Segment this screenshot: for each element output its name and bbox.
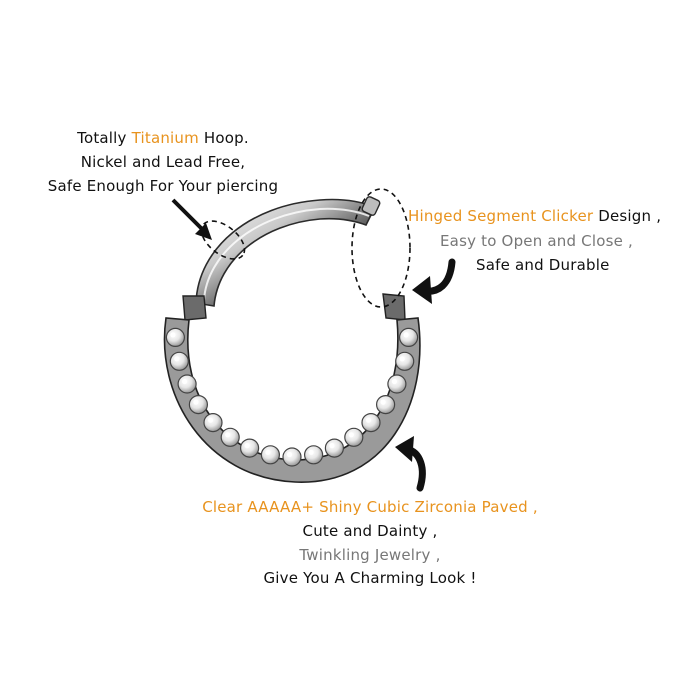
zirconia-stone: [220, 427, 240, 447]
zirconia-stone: [260, 445, 280, 465]
zirconia-stone: [324, 438, 344, 458]
zirconia-stone: [203, 413, 223, 433]
zirconia-stone: [344, 427, 364, 447]
hinge-curved-arrow-icon: [412, 258, 456, 304]
stone-sparkle: [329, 443, 335, 449]
zirconia-stone: [395, 351, 415, 371]
titanium-callout-line1: Totally Titanium Hoop.: [30, 126, 296, 150]
titanium-highlight: Titanium: [131, 129, 199, 147]
titanium-suffix: Hoop.: [198, 129, 249, 147]
zirconia-stone: [399, 327, 419, 347]
zirconia-stone: [188, 395, 208, 415]
titanium-callout-line2: Nickel and Lead Free,: [80, 153, 246, 171]
stone-sparkle: [193, 399, 199, 405]
titanium-arrow-icon: [171, 198, 212, 240]
hinge-callout-ellipse: [351, 188, 411, 308]
zirconia-stone: [376, 395, 396, 415]
stone-sparkle: [391, 378, 397, 385]
zirconia-stone: [387, 374, 407, 394]
stone-sparkle: [348, 432, 354, 438]
hinged-callout-line1: Hinged Segment Clicker Design ,: [408, 204, 661, 228]
stone-sparkle: [174, 356, 180, 362]
zirconia-stone: [304, 445, 324, 465]
hinge-joints: [182, 293, 406, 321]
titanium-callout-line3: Safe Enough For Your piercing: [47, 177, 279, 195]
stone-sparkle: [308, 449, 314, 455]
zirconia-stone: [240, 438, 260, 458]
hinged-callout-line3: Safe and Durable: [476, 256, 610, 274]
stone-sparkle: [182, 378, 188, 385]
zirconia-stone: [282, 447, 302, 467]
hinged-suffix: Design ,: [593, 207, 662, 225]
zirconia-curved-arrow-icon: [395, 436, 426, 492]
stone-sparkle: [286, 451, 293, 458]
stone-sparkle: [380, 399, 386, 405]
zirconia-stone: [177, 374, 197, 394]
zirconia-stone: [361, 413, 381, 433]
stone-sparkle: [207, 417, 214, 423]
zirconia-callout-line4: Give You A Charming Look !: [263, 569, 477, 587]
stone-sparkle: [265, 449, 271, 455]
zirconia-callout-line2: Cute and Dainty ,: [302, 522, 438, 540]
stone-sparkle: [244, 443, 250, 449]
stone-sparkle: [365, 417, 372, 423]
zirconia-stones: [165, 327, 419, 467]
zirconia-callout-line3: Twinkling Jewelry ,: [299, 546, 441, 564]
stone-sparkle: [170, 332, 176, 338]
stone-sparkle: [225, 432, 231, 438]
titanium-callout-ellipse: [200, 220, 246, 260]
zirconia-callout-line1: Clear AAAAA+ Shiny Cubic Zirconia Paved …: [202, 498, 538, 516]
zirconia-stone: [169, 351, 189, 371]
hinged-highlight: Hinged Segment Clicker: [408, 207, 594, 225]
zirconia-stone: [165, 327, 185, 347]
hinged-callout-line2: Easy to Open and Close ,: [440, 232, 633, 250]
hinged-segment: [195, 196, 381, 307]
titanium-prefix: Totally: [77, 129, 132, 147]
stone-sparkle: [403, 332, 409, 338]
stone-sparkle: [399, 356, 405, 362]
